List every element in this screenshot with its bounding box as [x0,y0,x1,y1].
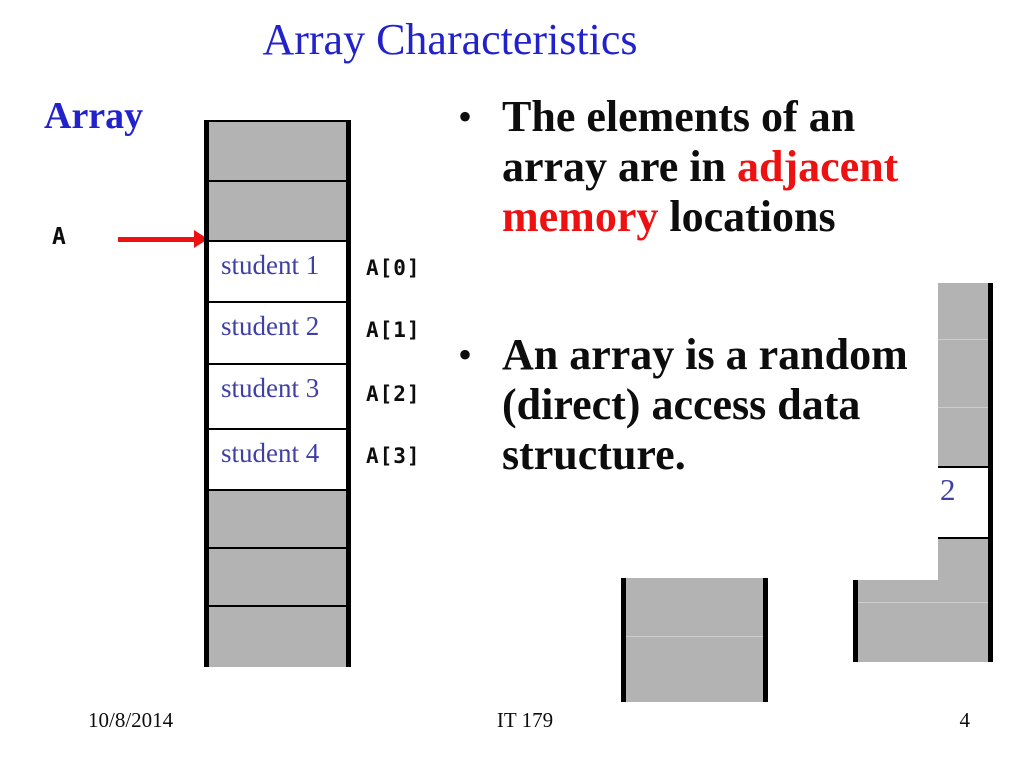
side-memory-cell [938,340,988,408]
memory-column: student 1 student 2 student 3 student 4 [204,120,351,667]
array-heading: Array [44,95,144,137]
memory-cell: student 3 [209,363,346,428]
body-text: An array is a random [502,330,908,379]
memory-cell-label: student 2 [221,311,320,341]
memory-cell [209,605,346,667]
body-text: array are in [502,142,738,191]
side-memory-right-border [988,283,993,662]
memory-cell-label: student 3 [221,373,320,403]
side-memory-divider [938,537,993,539]
pointer-arrow-line [118,237,198,242]
footer-course: IT 179 [496,708,554,732]
bullet-item-2: • An array is a random(direct) access da… [458,330,958,480]
array-index-label: A[1] [366,318,421,342]
side-memory-column-bottom [938,539,988,580]
side-memory-cell [858,580,988,603]
array-index-label: A[0] [366,256,421,280]
memory-cell-label: student 1 [221,250,320,280]
array-index-label: A[3] [366,444,421,468]
memory-cell: student 2 [209,301,346,363]
memory-cell: student 1 [209,240,346,301]
bullet-line: The elements of an [502,92,958,142]
bullet-icon: • [458,332,473,377]
memory-cell: student 4 [209,428,346,489]
bullet-line: memory locations [502,192,958,242]
slide-title: Array Characteristics [262,15,638,64]
body-text: structure. [502,430,686,479]
side-memory-column-top [938,283,988,466]
bottom-memory-column [621,578,768,702]
memory-cell-label: student 4 [221,438,320,468]
bullet-line: (direct) access data [502,380,958,430]
side-memory-column-wide [853,580,988,662]
memory-cell [209,122,346,180]
bullet-line: An array is a random [502,330,958,380]
body-text: (direct) access data [502,380,861,429]
body-text: The elements of an [502,92,856,141]
array-index-label: A[2] [366,382,421,406]
body-text: locations [658,192,836,241]
bullet-line: structure. [502,430,958,480]
side-memory-cell [938,283,988,340]
array-pointer-label: A [52,224,66,250]
memory-cell [209,547,346,605]
side-memory-divider [938,466,993,468]
memory-cell [209,180,346,240]
highlighted-text: adjacent [737,142,899,191]
footer-page-number: 4 [959,708,971,732]
side-memory-cell-value: 2 [940,472,956,507]
highlighted-text: memory [502,192,659,241]
bullet-text: An array is a random(direct) access data… [502,330,958,480]
bullet-line: array are in adjacent [502,142,958,192]
footer-date: 10/8/2014 [88,708,174,732]
bottom-memory-cell [626,578,763,637]
memory-cell [209,489,346,547]
bullet-icon: • [458,94,473,139]
